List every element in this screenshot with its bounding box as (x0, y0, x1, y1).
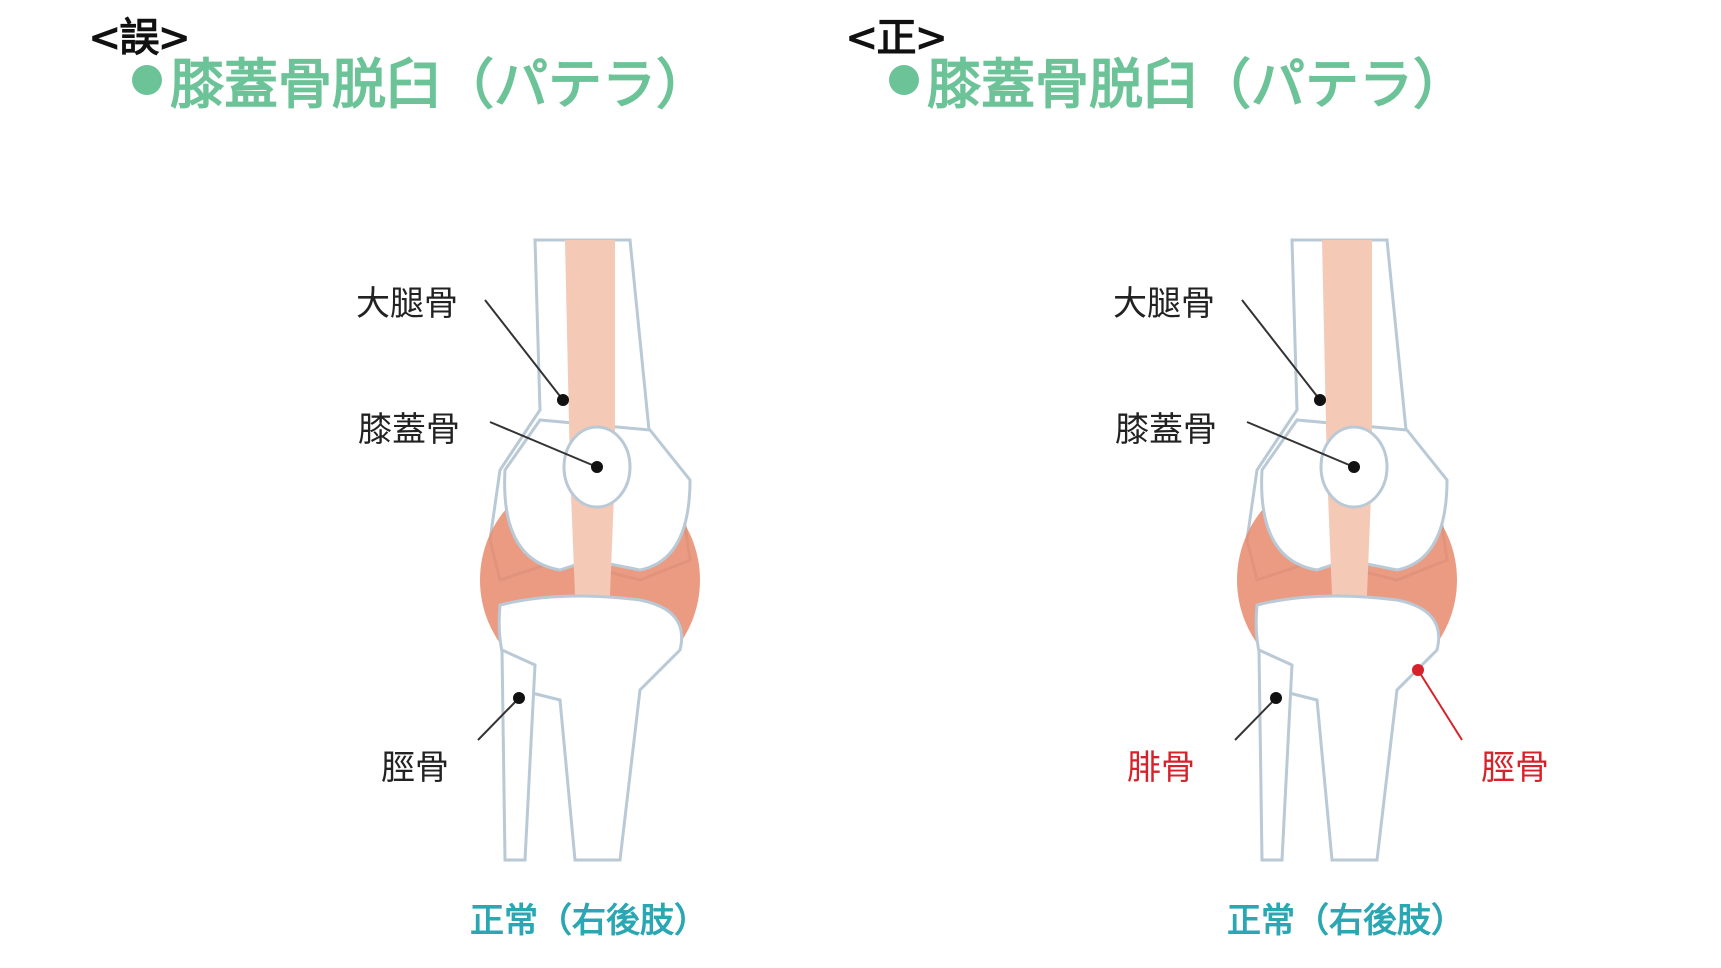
fibula-shape (500, 647, 537, 862)
knee-illustration (477, 238, 700, 862)
femur-label: 大腿骨 (356, 284, 458, 324)
incorrect-marker: <誤> (88, 15, 191, 61)
panel-incorrect: <誤> 膝蓋骨脱臼（パテラ） 大腿骨 膝蓋骨 脛骨 正常（右後肢） (0, 0, 860, 968)
panel-correct: <正> 膝蓋骨脱臼（パテラ） 大腿骨 膝蓋骨 腓骨 脛骨 正常（右後肢） (757, 0, 1617, 968)
bullet-icon (132, 65, 162, 95)
femur-label: 大腿骨 (1113, 284, 1215, 324)
panel-title: 膝蓋骨脱臼（パテラ） (889, 58, 1467, 112)
patella-label: 膝蓋骨 (358, 410, 460, 450)
title-text: 膝蓋骨脱臼（パテラ） (927, 53, 1467, 116)
fibula-shape (1257, 647, 1294, 862)
fibula-label: 腓骨 (1127, 748, 1195, 788)
knee-illustration (1234, 238, 1463, 862)
title-text: 膝蓋骨脱臼（パテラ） (170, 53, 710, 116)
tibia-label: 脛骨 (381, 748, 449, 788)
caption: 正常（右後肢） (470, 901, 708, 941)
caption: 正常（右後肢） (1227, 901, 1465, 941)
tibia-label: 脛骨 (1481, 748, 1549, 788)
bullet-icon (889, 65, 919, 95)
panel-title: 膝蓋骨脱臼（パテラ） (132, 58, 710, 112)
patella-label: 膝蓋骨 (1115, 410, 1217, 450)
correct-marker: <正> (845, 15, 948, 61)
